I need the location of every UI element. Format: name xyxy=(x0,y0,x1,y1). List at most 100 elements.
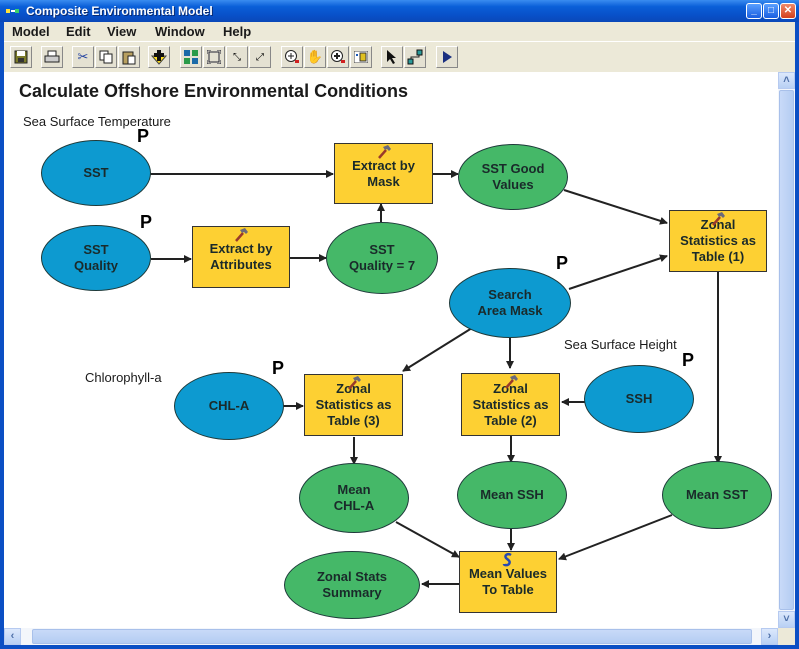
edge-mean-sst-to-mvt xyxy=(558,514,673,561)
tool-label: Zonal Statistics as Table (3) xyxy=(315,381,392,428)
pan-button[interactable]: ✋ xyxy=(304,46,326,68)
node-sst-good-values[interactable]: SST Good Values xyxy=(458,144,568,210)
scroll-left-button[interactable]: ‹ xyxy=(4,628,21,645)
model-title: Calculate Offshore Environmental Conditi… xyxy=(19,81,409,101)
run-button[interactable] xyxy=(436,46,458,68)
edge-sst-good-to-zonal1 xyxy=(563,189,668,225)
hammer-icon xyxy=(712,212,725,226)
print-button[interactable] xyxy=(41,46,63,68)
tool-extract-by-mask[interactable]: Extract by Mask xyxy=(334,143,433,204)
full-extent-button[interactable] xyxy=(203,46,225,68)
menu-window[interactable]: Window xyxy=(155,24,205,39)
scroll-down-button[interactable]: ˅ xyxy=(778,611,795,628)
paste-button[interactable] xyxy=(118,46,140,68)
title-bar[interactable]: Composite Environmental Model _ □ ✕ xyxy=(0,0,799,22)
zoom-in-fixed-icon: ⤡ xyxy=(233,51,241,63)
menu-help[interactable]: Help xyxy=(223,24,252,39)
horizontal-scroll-thumb[interactable] xyxy=(32,629,752,644)
node-ssh[interactable]: SSH xyxy=(584,365,694,433)
tool-extract-by-attributes[interactable]: Extract by Attributes xyxy=(192,226,290,288)
parameter-marker-search-mask: P xyxy=(556,253,569,273)
node-search-area-mask[interactable]: Search Area Mask xyxy=(449,268,571,338)
arrow-pointer-icon xyxy=(387,50,396,64)
group-label-sst: Sea Surface Temperature xyxy=(23,114,171,129)
zoom-out-button[interactable] xyxy=(327,46,349,68)
tool-label: Extract by Attributes xyxy=(209,241,273,272)
add-connection-button[interactable] xyxy=(404,46,426,68)
auto-layout-icon xyxy=(184,50,198,64)
scroll-up-button[interactable]: ˄ xyxy=(778,72,795,89)
maximize-button[interactable]: □ xyxy=(763,3,779,19)
node-mean-ssh[interactable]: Mean SSH xyxy=(457,461,567,529)
hand-icon: ✋ xyxy=(306,49,324,64)
horizontal-scrollbar[interactable]: ‹ › xyxy=(4,628,778,645)
tool-label: Extract by Mask xyxy=(352,157,415,189)
node-chl-a[interactable]: CHL-A xyxy=(174,372,284,440)
add-data-button[interactable] xyxy=(148,46,170,68)
parameter-marker-sst-quality: P xyxy=(140,212,153,232)
copy-button[interactable] xyxy=(95,46,117,68)
chevron-right-icon: › xyxy=(767,630,772,642)
select-button[interactable] xyxy=(381,46,403,68)
zoom-in-fixed-button[interactable]: ⤡ xyxy=(226,46,248,68)
overview-button[interactable] xyxy=(350,46,372,68)
minimize-button[interactable]: _ xyxy=(746,3,762,19)
menu-model[interactable]: Model xyxy=(12,24,50,39)
scroll-right-button[interactable]: › xyxy=(761,628,778,645)
zoom-in-button[interactable] xyxy=(281,46,303,68)
connect-icon xyxy=(407,49,423,65)
clipboard-icon xyxy=(122,51,136,64)
window-title: Composite Environmental Model xyxy=(26,4,213,18)
tool-zonal-statistics-3[interactable]: Zonal Statistics as Table (3) xyxy=(304,374,403,436)
cut-button[interactable]: ✂ xyxy=(72,46,94,68)
node-mean-sst[interactable]: Mean SST xyxy=(662,461,772,529)
vertical-scrollbar[interactable]: ˄ ˅ xyxy=(778,72,795,628)
hammer-icon xyxy=(347,376,361,390)
node-sst-quality[interactable]: SST Quality xyxy=(41,225,151,291)
scissors-icon: ✂ xyxy=(77,49,89,64)
parameter-marker-ssh: P xyxy=(682,350,695,370)
chevron-up-icon: ˄ xyxy=(783,74,790,86)
add-data-icon xyxy=(151,50,167,65)
overview-icon xyxy=(354,51,368,63)
script-icon xyxy=(502,552,512,567)
connections xyxy=(150,170,722,588)
hammer-icon xyxy=(377,145,391,159)
tool-zonal-statistics-2[interactable]: Zonal Statistics as Table (2) xyxy=(461,373,560,436)
menu-bar: Model Edit View Window Help xyxy=(4,22,795,42)
edge-mean-chla-to-mvt xyxy=(395,521,460,558)
resize-grip[interactable] xyxy=(778,628,795,645)
printer-icon xyxy=(44,50,60,63)
parameter-marker-sst: P xyxy=(137,126,150,146)
edge-search-mask-to-zonal3 xyxy=(402,327,473,372)
hammer-icon xyxy=(504,375,518,389)
tool-label: Mean Values To Table xyxy=(468,566,548,597)
chevron-down-icon: ˅ xyxy=(783,613,790,625)
hammer-icon xyxy=(235,228,248,242)
tool-zonal-statistics-1[interactable]: Zonal Statistics as Table (1) xyxy=(669,210,767,272)
zoom-out-fixed-icon: ⤢ xyxy=(256,51,264,63)
vertical-scroll-thumb[interactable] xyxy=(779,90,794,610)
model-app-icon xyxy=(6,9,19,13)
tool-label: Zonal Statistics as Table (1) xyxy=(680,217,756,264)
parameter-marker-chla: P xyxy=(272,358,285,378)
zoom-out-fixed-button[interactable]: ⤢ xyxy=(249,46,271,68)
menu-view[interactable]: View xyxy=(107,24,137,39)
maximize-icon: □ xyxy=(767,5,775,16)
group-label-ssh: Sea Surface Height xyxy=(564,337,677,352)
node-zonal-stats-summary[interactable]: Zonal Stats Summary xyxy=(284,551,420,619)
group-label-chl: Chlorophyll-a xyxy=(85,370,162,385)
tool-mean-values-to-table[interactable]: Mean Values To Table xyxy=(459,551,557,613)
auto-layout-button[interactable] xyxy=(180,46,202,68)
zoom-out-icon xyxy=(331,50,345,63)
node-mean-chl-a[interactable]: Mean CHL-A xyxy=(299,463,409,533)
close-button[interactable]: ✕ xyxy=(780,3,796,19)
save-button[interactable] xyxy=(10,46,32,68)
node-sst[interactable]: SST xyxy=(41,140,151,206)
tool-label: Zonal Statistics as Table (2) xyxy=(472,380,549,428)
menu-edit[interactable]: Edit xyxy=(66,24,91,39)
node-sst-quality-7[interactable]: SST Quality = 7 xyxy=(326,222,438,294)
model-canvas[interactable]: Calculate Offshore Environmental Conditi… xyxy=(4,72,778,628)
play-icon xyxy=(443,51,452,63)
